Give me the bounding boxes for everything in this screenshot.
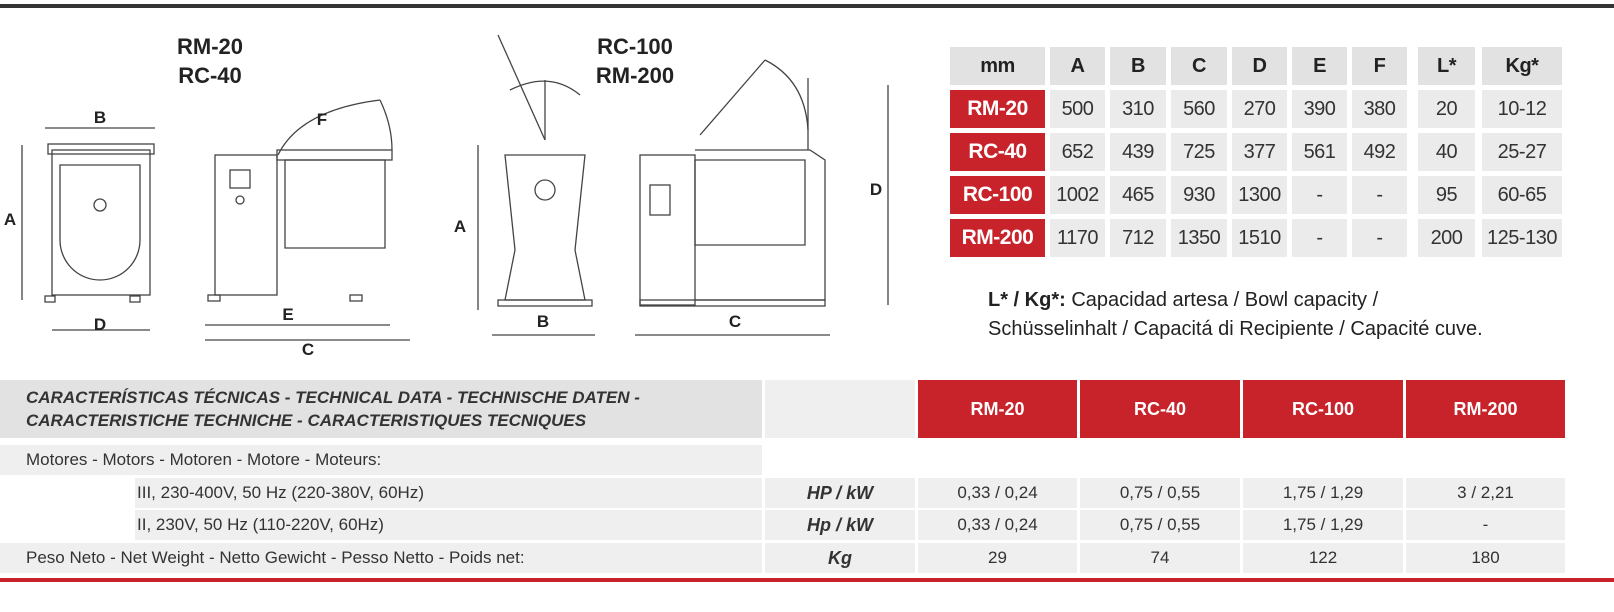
title-line: CARACTERÍSTICAS TÉCNICAS - TECHNICAL DAT… <box>26 388 640 407</box>
column-header: E <box>1292 47 1347 85</box>
bottom-red-rule <box>0 578 1614 582</box>
drawing-title-rm20-rc40: RM-20 RC-40 <box>150 32 270 90</box>
dimension-cell: 439 <box>1110 133 1166 171</box>
row-label: Peso Neto - Net Weight - Netto Gewicht -… <box>0 543 762 573</box>
value-cell: 122 <box>1243 543 1403 573</box>
dimension-cell: 20 <box>1418 90 1475 128</box>
header-blank <box>765 380 915 438</box>
row-label: III, 230-400V, 50 Hz (220-380V, 60Hz) <box>135 478 762 508</box>
dim-label-d: D <box>94 315 106 334</box>
note-line2: Schüsselinhalt / Capacitá di Recipiente … <box>988 318 1483 340</box>
unit-label: HP / kW <box>765 478 915 508</box>
dim-label-b: B <box>94 108 106 127</box>
value-cell: 180 <box>1406 543 1565 573</box>
capacity-note: L* / Kg*: Capacidad artesa / Bowl capaci… <box>988 286 1483 344</box>
column-header: L* <box>1418 47 1475 85</box>
value-cell: 1,75 / 1,29 <box>1243 478 1403 508</box>
unit-label: Kg <box>765 543 915 573</box>
technical-title: CARACTERÍSTICAS TÉCNICAS - TECHNICAL DAT… <box>0 380 762 438</box>
dimension-cell: 377 <box>1232 133 1287 171</box>
value-cell: 0,33 / 0,24 <box>918 478 1077 508</box>
dimension-cell: 310 <box>1110 90 1166 128</box>
dimension-cell: 652 <box>1050 133 1105 171</box>
title-line: RM-200 <box>595 63 675 88</box>
dimension-cell: 1170 <box>1050 219 1105 257</box>
dim-label-c: C <box>302 340 314 359</box>
dimension-cell: - <box>1292 219 1347 257</box>
model-header: RC-40 <box>1080 380 1240 438</box>
title-line: CARACTERISTICHE TECHNICHE - CARACTERISTI… <box>26 411 587 430</box>
value-cell: 3 / 2,21 <box>1406 478 1565 508</box>
model-label: RC-40 <box>950 133 1045 171</box>
dimension-cell: - <box>1352 176 1407 214</box>
dimension-cell: 270 <box>1232 90 1287 128</box>
drawing-title-rc100-rm200: RC-100 RM-200 <box>570 32 700 90</box>
dimension-cell: 712 <box>1110 219 1166 257</box>
value-cell: 0,75 / 0,55 <box>1080 510 1240 540</box>
value-cell: 1,75 / 1,29 <box>1243 510 1403 540</box>
dimension-cell: 390 <box>1292 90 1347 128</box>
value-cell: 29 <box>918 543 1077 573</box>
dimension-cell: 1300 <box>1232 176 1287 214</box>
dimension-cell: 465 <box>1110 176 1166 214</box>
dimension-cell: 40 <box>1418 133 1475 171</box>
model-header: RM-200 <box>1406 380 1565 438</box>
dimension-cell: 10-12 <box>1482 90 1562 128</box>
dimension-cell: 125-130 <box>1482 219 1562 257</box>
dimension-cell: 930 <box>1171 176 1227 214</box>
dimension-cell: 1002 <box>1050 176 1105 214</box>
column-header: mm <box>950 47 1045 85</box>
dim-label-a: A <box>4 210 16 229</box>
model-label: RM-200 <box>950 219 1045 257</box>
motors-label: Motores - Motors - Motoren - Motore - Mo… <box>0 445 762 475</box>
row-label: II, 230V, 50 Hz (110-220V, 60Hz) <box>135 510 762 540</box>
note-line1: Capacidad artesa / Bowl capacity / <box>1065 289 1379 311</box>
dim-label-d: D <box>870 180 882 199</box>
dimension-cell: 560 <box>1171 90 1227 128</box>
dim-label-e: E <box>282 305 293 324</box>
column-header: A <box>1050 47 1105 85</box>
machine-dimension-drawings: B A D F E C A B C D <box>4 34 889 359</box>
value-cell: 0,75 / 0,55 <box>1080 478 1240 508</box>
dimension-cell: 500 <box>1050 90 1105 128</box>
model-header: RM-20 <box>918 380 1077 438</box>
dimension-cell: 25-27 <box>1482 133 1562 171</box>
dimension-cell: 60-65 <box>1482 176 1562 214</box>
title-line: RC-100 <box>597 34 673 59</box>
dimension-cell: 200 <box>1418 219 1475 257</box>
unit-label: Hp / kW <box>765 510 915 540</box>
dim-label-c: C <box>729 312 741 331</box>
column-header: B <box>1110 47 1166 85</box>
dim-label-f: F <box>317 110 327 129</box>
column-header: F <box>1352 47 1407 85</box>
dimension-cell: 561 <box>1292 133 1347 171</box>
dim-label-b: B <box>537 312 549 331</box>
dim-label-a: A <box>454 217 466 236</box>
title-line: RC-40 <box>178 63 242 88</box>
dimension-cell: - <box>1292 176 1347 214</box>
model-label: RC-100 <box>950 176 1045 214</box>
dimension-cell: 725 <box>1171 133 1227 171</box>
dimension-cell: 1510 <box>1232 219 1287 257</box>
column-header: Kg* <box>1482 47 1562 85</box>
value-cell: - <box>1406 510 1565 540</box>
value-cell: 0,33 / 0,24 <box>918 510 1077 540</box>
column-header: D <box>1232 47 1287 85</box>
column-header: C <box>1171 47 1227 85</box>
value-cell: 74 <box>1080 543 1240 573</box>
dimension-cell: - <box>1352 219 1407 257</box>
title-line: RM-20 <box>176 34 243 59</box>
model-header: RC-100 <box>1243 380 1403 438</box>
note-label: L* / Kg*: <box>988 289 1066 311</box>
top-rule <box>0 4 1614 8</box>
model-label: RM-20 <box>950 90 1045 128</box>
dimension-cell: 380 <box>1352 90 1407 128</box>
dimension-cell: 492 <box>1352 133 1407 171</box>
dimension-cell: 1350 <box>1171 219 1227 257</box>
dimension-cell: 95 <box>1418 176 1475 214</box>
